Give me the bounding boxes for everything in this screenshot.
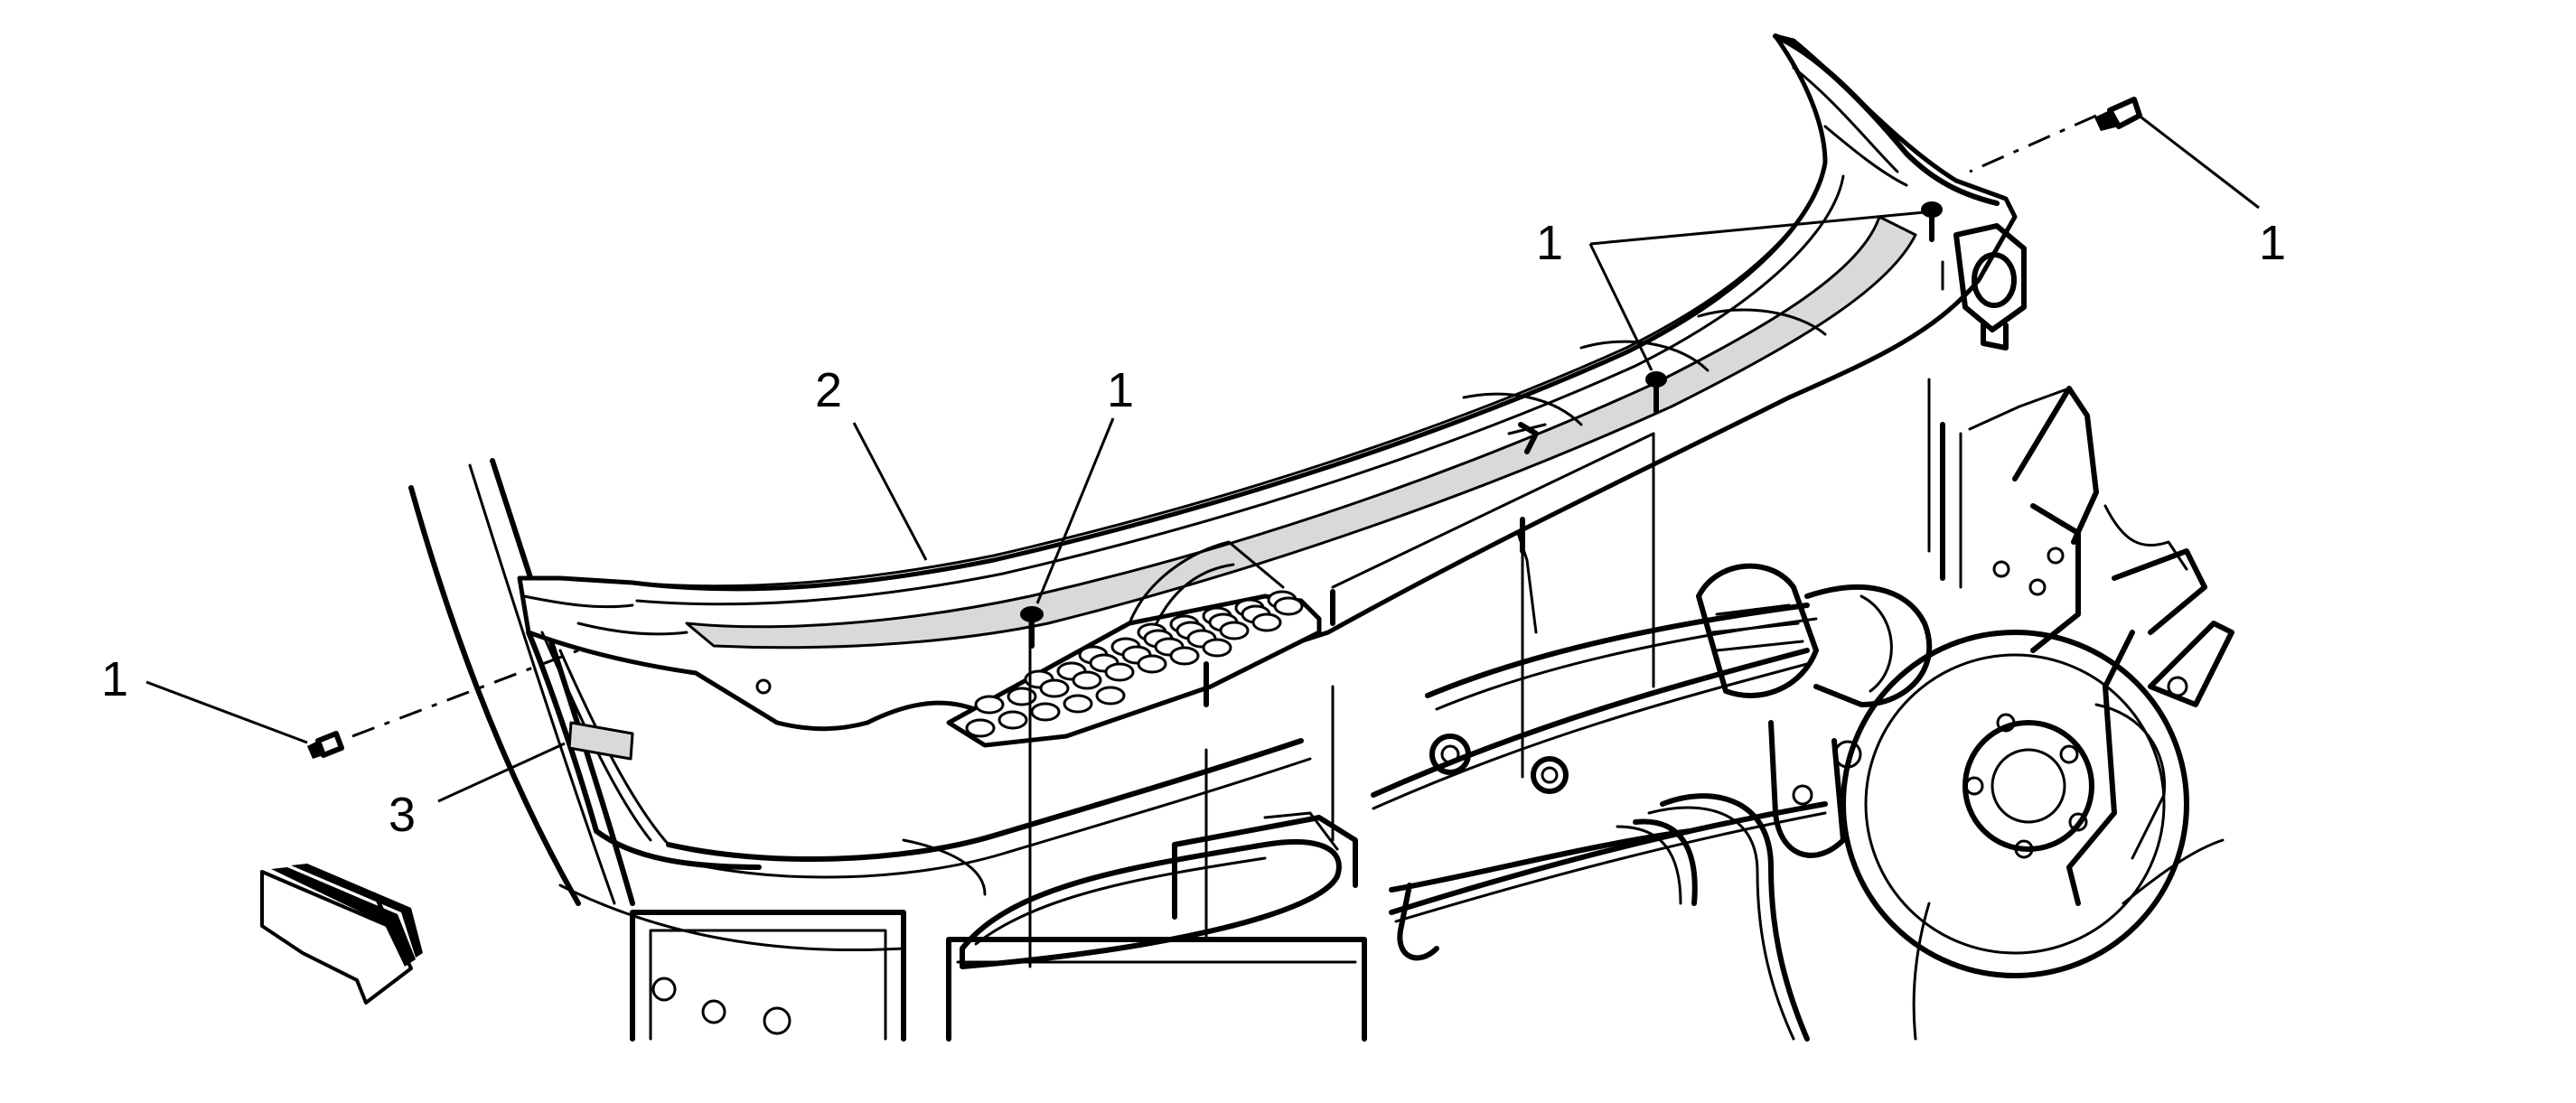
grille-cell [1137, 654, 1167, 674]
grille-cell [1039, 678, 1070, 698]
bolt-icon [2094, 97, 2142, 131]
grille-cell [1273, 596, 1304, 616]
callout-fastener-pair-top: 1 [1536, 216, 1563, 270]
bolt-icon [307, 731, 344, 759]
vehicle-body-structure [408, 386, 2234, 1042]
callout-fastener-top-right: 1 [2259, 216, 2286, 270]
grille-cell [965, 718, 996, 738]
callout-label: 3 [389, 788, 416, 842]
grille-cell [998, 710, 1028, 730]
grille-cell [1095, 686, 1126, 706]
grille-cell [974, 695, 1005, 715]
grille-cell [1202, 638, 1232, 658]
bolt-icon [1645, 371, 1667, 414]
grille-cell [1169, 646, 1200, 666]
bolt-icon [1921, 201, 1943, 242]
label-tag [567, 721, 634, 761]
grille-cell [1251, 612, 1282, 632]
callout-fastener-center: 1 [1107, 363, 1134, 417]
bolt-icon [1020, 606, 1044, 649]
callouts: 1 1 1 1 2 3 [101, 116, 2286, 842]
grille-cell [1072, 670, 1102, 690]
grille-cell [1104, 662, 1135, 682]
grille-cell [1030, 702, 1061, 722]
grille-cell [1219, 621, 1250, 640]
grille-cell [1063, 694, 1093, 714]
callout-panel: 2 [815, 363, 842, 417]
installation-guide-lines [1028, 260, 1944, 968]
air-inlet-grille-panel [517, 33, 2027, 896]
callout-fastener-left: 1 [101, 652, 128, 706]
front-direction-arrow-icon [260, 864, 423, 1005]
fasteners [307, 97, 2142, 759]
